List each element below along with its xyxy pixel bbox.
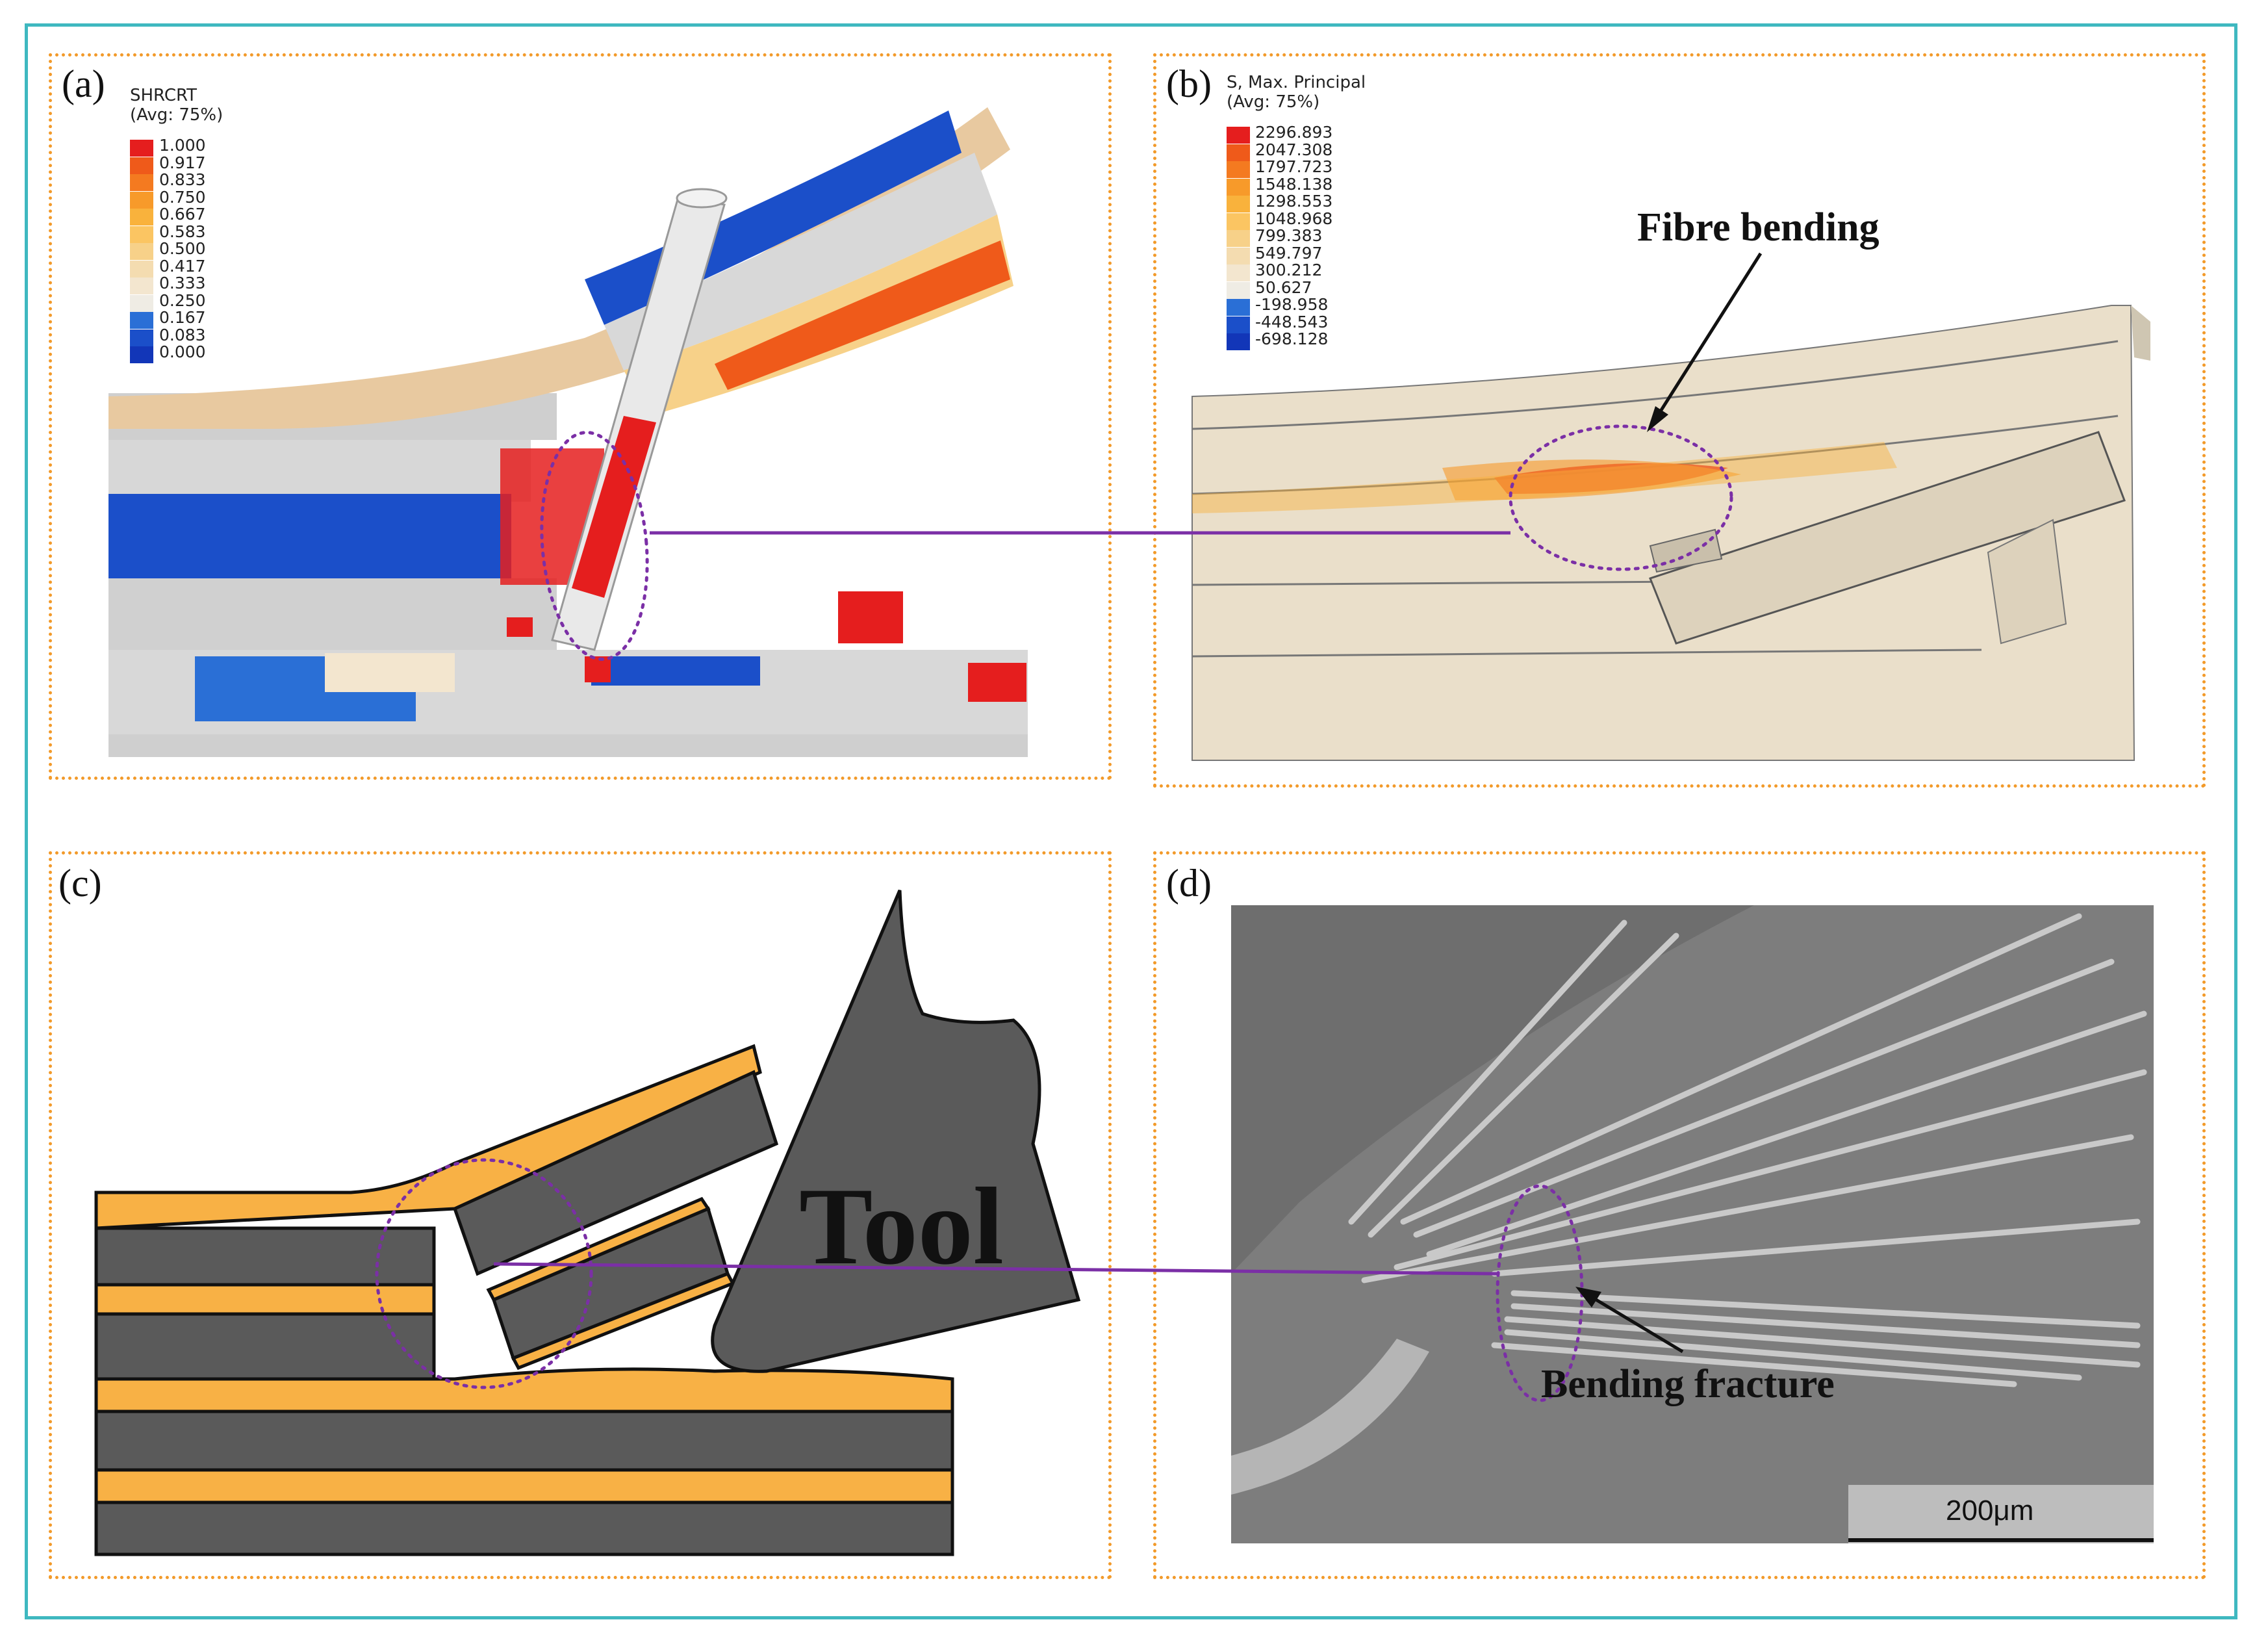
panel-b-legend-title-1: S, Max. Principal [1227,73,1366,92]
legend-value: 549.797 [1255,243,1323,263]
legend-swatch [1227,196,1250,212]
legend-value: 2047.308 [1255,140,1333,159]
legend-swatch [1227,178,1250,196]
legend-value: 0.333 [159,274,206,292]
connector-c-d [493,1262,1498,1276]
panel-b-highlight-ellipse [1509,424,1733,571]
panel-b-laminate [1191,305,2150,761]
panel-c-label: (c) [58,862,102,905]
legend-value: 0.167 [159,308,206,327]
panel-a [49,53,1112,780]
legend-value: 799.383 [1255,226,1323,245]
legend-value: 1797.723 [1255,157,1333,176]
legend-swatch [1227,127,1250,144]
legend-value: 1548.138 [1255,174,1333,194]
legend-value: 50.627 [1255,277,1312,297]
legend-swatch [1227,316,1250,333]
legend-value: 0.583 [159,222,206,241]
legend-swatch [1227,264,1250,281]
legend-swatch [1227,299,1250,316]
legend-value: 0.250 [159,290,206,310]
legend-value: 1298.553 [1255,192,1333,211]
tool-shape [711,890,1081,1373]
legend-value: 0.667 [159,205,206,224]
legend-value: 1048.968 [1255,209,1333,228]
legend-value: 0.917 [159,153,206,172]
legend-swatch [1227,230,1250,247]
panel-a-fibre [551,188,728,651]
legend-swatch [130,209,153,225]
panel-c [49,851,1112,1579]
legend-swatch [1227,281,1250,299]
bending-fracture-arrowhead [1575,1287,1601,1307]
legend-swatch [130,140,153,157]
panel-a-legend-title-2: (Avg: 75%) [130,105,223,125]
panel-a-highlight-ellipse [540,431,649,661]
legend-swatch [1227,212,1250,230]
legend-value: 0.833 [159,170,206,189]
legend-value: -198.958 [1255,295,1329,314]
legend-value: 1.000 [159,136,206,155]
legend-swatch [130,260,153,277]
legend-value: 300.212 [1255,261,1323,279]
legend-value: 0.750 [159,187,206,207]
legend-swatch [1227,144,1250,161]
panel-b-label: (b) [1166,62,1212,105]
panel-d [1153,851,2206,1579]
legend-swatch [130,312,153,329]
panel-b-legend-title-2: (Avg: 75%) [1227,92,1320,112]
fibre-bending-arrow [1651,252,1763,424]
legend-value: -698.128 [1255,329,1329,348]
legend-swatch [130,294,153,312]
panel-a-legend-title-1: SHRCRT [130,86,197,105]
legend-swatch [1227,333,1250,350]
scale-bar-box [1848,1485,2154,1543]
legend-swatch [130,157,153,174]
legend-swatch [130,191,153,209]
legend-swatch [130,225,153,243]
legend-value: 2296.893 [1255,123,1333,142]
panel-c-highlight-ellipse [375,1158,593,1389]
legend-value: 0.417 [159,256,206,276]
legend-swatch [1227,247,1250,264]
legend-value: 0.500 [159,239,206,258]
bending-fracture-arrow [1584,1291,1684,1354]
legend-swatch [130,243,153,260]
figure-frame [25,23,2237,1619]
legend-swatch [1227,161,1250,178]
fibre-bending-annotation: Fibre bending [1637,205,1879,250]
fibre-bending-arrowhead [1647,406,1668,432]
scale-bar-label: 200μm [1946,1495,2034,1526]
legend-swatch [130,329,153,346]
panel-d-label: (d) [1166,862,1212,905]
legend-swatch [130,346,153,363]
bending-fracture-annotation: Bending fracture [1541,1362,1835,1406]
panel-a-label: (a) [62,62,105,105]
legend-swatch [130,174,153,191]
legend-swatch [130,277,153,294]
panel-b [1153,53,2206,788]
legend-value: 0.083 [159,325,206,344]
legend-value: -448.543 [1255,312,1329,331]
legend-value: 0.000 [159,342,206,361]
